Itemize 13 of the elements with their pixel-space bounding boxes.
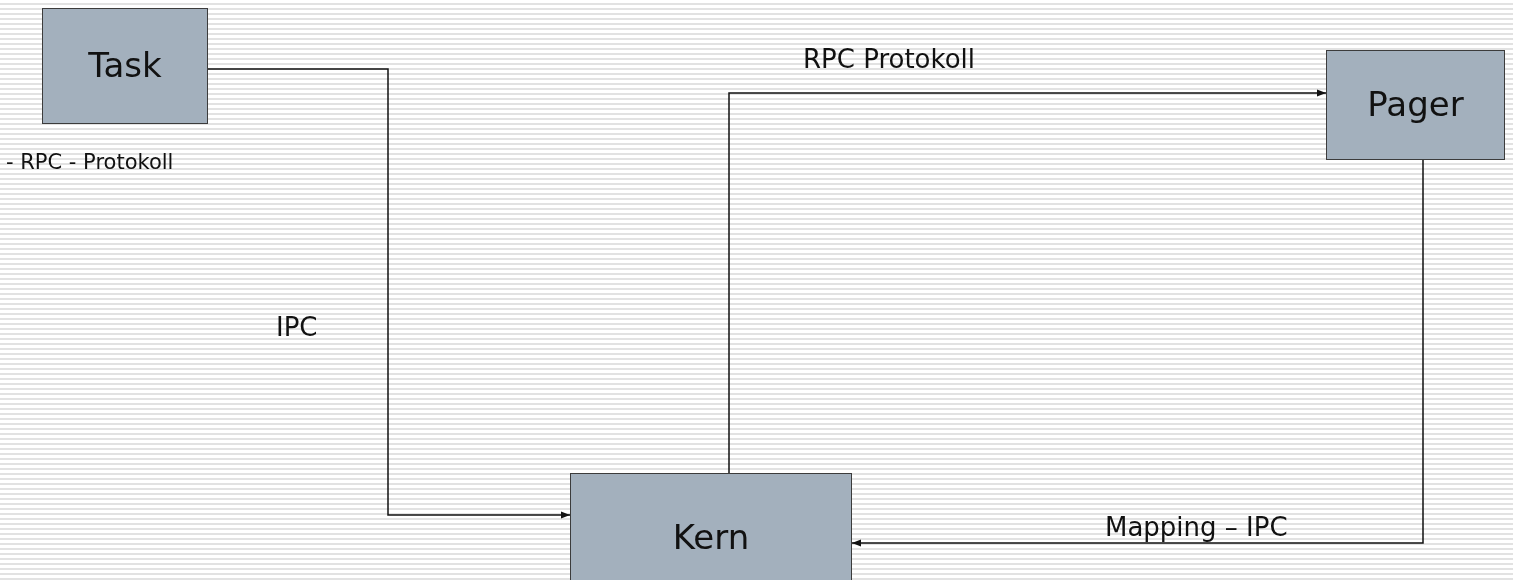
edge-label: RPC Protokoll <box>803 44 975 76</box>
box-caption: - RPC - Protokoll <box>6 150 174 176</box>
arrow <box>851 159 1424 547</box>
edge-label: IPC <box>276 312 318 344</box>
box-label: Task <box>88 46 162 86</box>
arrow <box>207 68 571 519</box>
process-box <box>570 473 852 580</box>
box-label: Kern <box>672 518 750 558</box>
edge-label: Mapping – IPC <box>1105 512 1288 544</box>
arrow <box>728 89 1327 474</box>
process-box <box>1326 50 1505 160</box>
process-box <box>42 8 208 124</box>
box-label: Pager <box>1367 85 1464 125</box>
